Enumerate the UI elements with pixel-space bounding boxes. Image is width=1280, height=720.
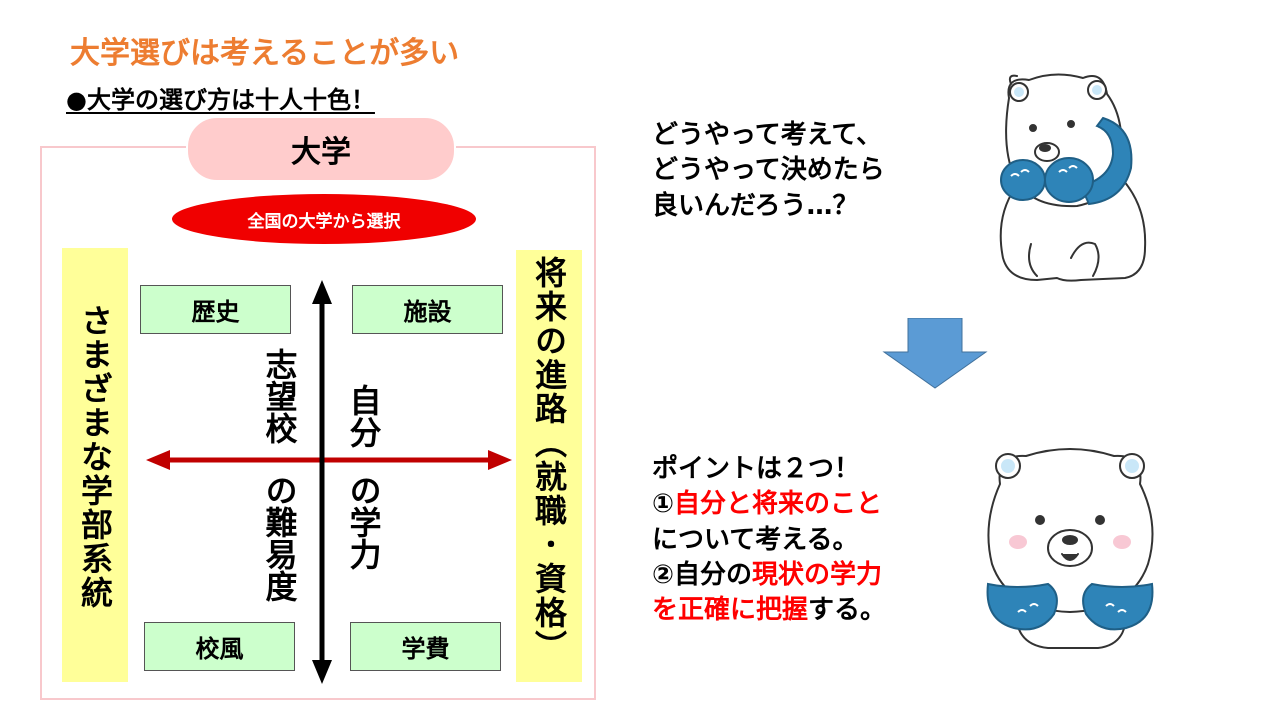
point-line-2: ①自分と将来のこと: [652, 487, 886, 522]
history-label: 歴史: [191, 298, 240, 326]
point-line-2-number: ①: [652, 489, 675, 520]
nationwide-label: 全国の大学から選択: [247, 211, 401, 232]
university-label: 大学: [291, 135, 351, 170]
down-arrow-icon: [882, 318, 988, 389]
point-line-4-highlight: 現状の学力: [752, 560, 883, 591]
nationwide-oval: 全国の大学から選択: [172, 194, 476, 244]
tuition-box: 学費: [350, 622, 501, 671]
school-culture-label: 校風: [195, 635, 244, 663]
point-line-3: について考える。: [652, 524, 859, 555]
point-line-2-highlight: 自分と将来のこと: [674, 489, 883, 520]
faculty-side-label: さまざまな学部系統: [76, 304, 114, 610]
thinking-bear-icon: [999, 73, 1147, 282]
thought-text: どうやって考えて、 どうやって決めたら 良いんだろう…？: [652, 118, 885, 224]
thought-line-3: 良いんだろう…？: [652, 190, 859, 221]
happy-bear-icon: [986, 448, 1154, 649]
page-subtitle: ●大学の選び方は十人十色！: [66, 86, 375, 114]
career-side-panel: 将来の進路（就職･資格）: [516, 250, 582, 682]
tuition-label: 学費: [401, 635, 450, 663]
career-side-label: 将来の進路（就職･資格）: [530, 256, 568, 664]
point-line-5: を正確に把握する。: [652, 593, 886, 628]
vertical-axis-arrow: [312, 280, 332, 684]
difficulty-label-bottom: の難易度: [260, 474, 299, 602]
point-line-1: ポイントは２つ！: [652, 454, 861, 484]
thought-line-1: どうやって考えて、: [652, 120, 883, 150]
difficulty-label-top: 志望校: [260, 348, 299, 444]
university-pill: 大学: [186, 116, 456, 182]
point-line-4-plain: ②自分の: [652, 560, 753, 591]
point-line-4: ②自分の現状の学力: [652, 558, 886, 593]
page-title: 大学選びは考えることが多い: [70, 36, 460, 71]
ability-label-bottom: の学力: [344, 474, 383, 570]
horizontal-axis-arrow: [146, 450, 512, 470]
thought-line-2: どうやって決めたら: [652, 155, 885, 186]
point-line-5-highlight: を正確に把握: [652, 595, 809, 626]
school-culture-box: 校風: [144, 622, 295, 671]
point-line-5-plain: する。: [808, 595, 887, 626]
faculty-side-panel: さまざまな学部系統: [62, 248, 128, 682]
history-box: 歴史: [140, 285, 291, 334]
ability-label-top: 自分: [344, 384, 383, 448]
facilities-label: 施設: [403, 298, 452, 326]
point-text: ポイントは２つ！ ①自分と将来のこと について考える。 ②自分の現状の学力 を正…: [652, 452, 886, 629]
facilities-box: 施設: [352, 285, 503, 334]
